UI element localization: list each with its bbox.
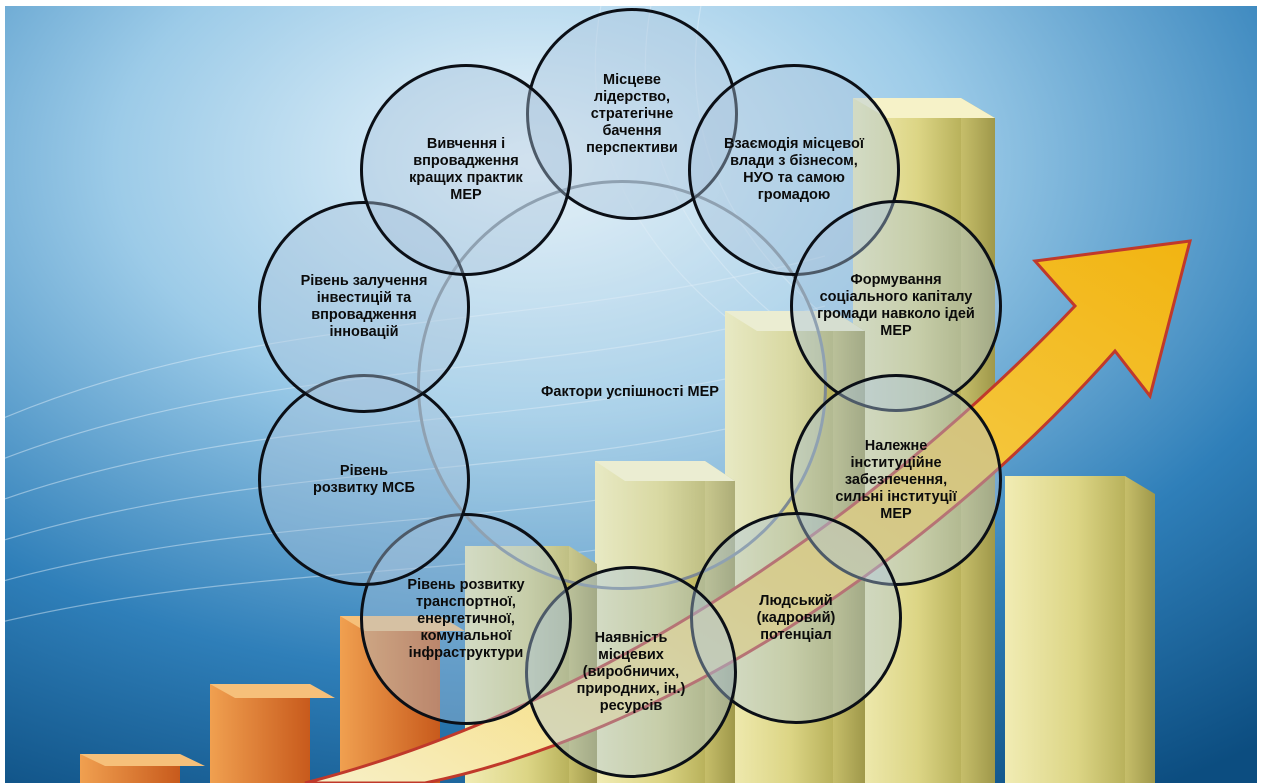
factor-label: Місцеве лідерство, стратегічне бачення п… bbox=[586, 71, 678, 156]
factor-label: Рівень розвитку МСБ bbox=[313, 463, 415, 496]
factor-circle-investment: Рівень залучення інвестицій та впровадже… bbox=[258, 201, 470, 413]
center-label: Фактори успішності МЕР bbox=[541, 384, 719, 400]
factor-label: Людський (кадровий) потенціал bbox=[756, 592, 836, 643]
factor-label: Формування соціального капіталу громади … bbox=[817, 272, 975, 339]
factor-label: Вивчення і впровадження кращих практик М… bbox=[409, 136, 523, 203]
factor-label: Належне інституційне забезпечення, сильн… bbox=[835, 437, 957, 522]
factor-circle-best-practices: Вивчення і впровадження кращих практик М… bbox=[360, 64, 572, 276]
factor-label: Взаємодія місцевої влади з бізнесом, НУО… bbox=[724, 136, 864, 203]
factor-label: Рівень залучення інвестицій та впровадже… bbox=[300, 273, 428, 340]
factor-label: Рівень розвитку транспортної, енергетичн… bbox=[407, 576, 525, 661]
factor-label: Наявність місцевих (виробничих, природни… bbox=[576, 629, 686, 714]
